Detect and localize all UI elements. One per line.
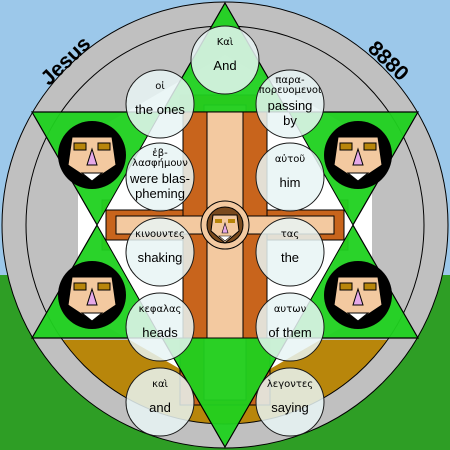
english-word: pheming: [135, 186, 185, 201]
greek-word: λασφήμουν: [132, 157, 188, 169]
face-icon: [58, 121, 126, 189]
english-word: him: [280, 175, 301, 190]
face-icon: [324, 121, 392, 189]
english-word: of them: [268, 325, 311, 340]
word-circle: ἐβ-λασφήμουν were blas-pheming: [125, 142, 195, 212]
greek-word: πορευομενοι: [259, 85, 322, 96]
greek-word: οἱ: [155, 80, 165, 92]
greek-word: Καὶ: [217, 36, 234, 48]
greek-word: καὶ: [152, 378, 168, 390]
greek-word: λεγοντες: [267, 379, 313, 390]
face-icon: [58, 261, 126, 329]
english-word: the ones: [135, 102, 185, 117]
greek-word: τας: [281, 229, 299, 240]
halo-face-icon: [200, 200, 250, 250]
english-word: by: [283, 113, 297, 128]
word-circle: οἱ the ones: [125, 69, 195, 139]
greek-word: αὐτοῦ: [275, 153, 306, 165]
word-circle: λεγοντες saying: [255, 367, 325, 437]
word-circle: αυτων of them: [255, 292, 325, 362]
english-word: And: [213, 58, 236, 73]
face-icon: [324, 261, 392, 329]
english-word: were blas-: [129, 171, 190, 186]
word-circle: τας the: [255, 217, 325, 287]
word-circle: αὐτοῦ him: [255, 142, 325, 212]
word-circle: κινουντες shaking: [125, 217, 195, 287]
english-word: heads: [142, 325, 178, 340]
greek-word: παρα-: [275, 75, 305, 86]
greek-word: ἐβ-: [152, 147, 168, 159]
greek-word: κινουντες: [135, 229, 185, 240]
english-word: passing: [268, 98, 313, 113]
english-word: saying: [271, 400, 309, 415]
greek-word: αυτων: [274, 304, 307, 315]
english-word: the: [281, 250, 299, 265]
greek-word: κεφαλας: [139, 304, 182, 315]
word-circle: καὶ and: [125, 367, 195, 437]
english-word: shaking: [138, 250, 183, 265]
word-circle: κεφαλας heads: [125, 292, 195, 362]
faces: [58, 121, 392, 329]
english-word: and: [149, 400, 171, 415]
